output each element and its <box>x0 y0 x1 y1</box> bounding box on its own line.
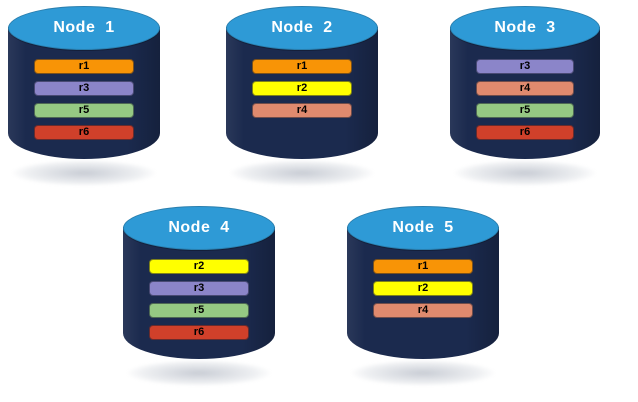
node-cylinder-2[interactable]: Node 2 r1 r2 r4 <box>226 6 378 186</box>
record-bar-r4[interactable]: r4 <box>373 303 473 318</box>
cylinder-top-ellipse <box>123 206 275 250</box>
record-bar-r2[interactable]: r2 <box>252 81 352 96</box>
node-title: Node 2 <box>271 19 333 36</box>
node-cylinder-3[interactable]: Node 3 r3 r4 r5 r6 <box>450 6 600 186</box>
record-bar-r2[interactable]: r2 <box>373 281 473 296</box>
cylinder-shadow <box>230 160 374 186</box>
record-list: r1 r2 r4 <box>226 59 378 118</box>
record-bar-r4[interactable]: r4 <box>476 81 574 96</box>
record-list: r3 r4 r5 r6 <box>450 59 600 140</box>
record-list: r1 r3 r5 r6 <box>8 59 160 140</box>
record-bar-r5[interactable]: r5 <box>149 303 249 318</box>
cylinder-top-ellipse <box>450 6 600 50</box>
record-bar-r5[interactable]: r5 <box>476 103 574 118</box>
record-bar-r4[interactable]: r4 <box>252 103 352 118</box>
record-bar-r1[interactable]: r1 <box>34 59 134 74</box>
node-title: Node 3 <box>494 19 556 36</box>
node-cylinder-4[interactable]: Node 4 r2 r3 r5 r6 <box>123 206 275 386</box>
node-cylinder-1[interactable]: Node 1 r1 r3 r5 r6 <box>8 6 160 186</box>
record-bar-r2[interactable]: r2 <box>149 259 249 274</box>
record-bar-r3[interactable]: r3 <box>476 59 574 74</box>
node-title: Node 4 <box>168 219 230 236</box>
record-bar-r1[interactable]: r1 <box>252 59 352 74</box>
node-title: Node 1 <box>53 19 115 36</box>
cylinder-shadow <box>454 160 596 186</box>
record-bar-r3[interactable]: r3 <box>34 81 134 96</box>
record-bar-r5[interactable]: r5 <box>34 103 134 118</box>
record-bar-r6[interactable]: r6 <box>149 325 249 340</box>
cylinder-top-ellipse <box>8 6 160 50</box>
record-list: r1 r2 r4 <box>347 259 499 318</box>
record-bar-r6[interactable]: r6 <box>476 125 574 140</box>
node-title: Node 5 <box>392 219 454 236</box>
node-cylinder-5[interactable]: Node 5 r1 r2 r4 <box>347 206 499 386</box>
record-bar-r3[interactable]: r3 <box>149 281 249 296</box>
cylinder-top-ellipse <box>347 206 499 250</box>
cylinder-shadow <box>127 360 271 386</box>
cylinder-shadow <box>12 160 156 186</box>
cylinder-shadow <box>351 360 495 386</box>
record-list: r2 r3 r5 r6 <box>123 259 275 340</box>
cylinder-top-ellipse <box>226 6 378 50</box>
record-bar-r1[interactable]: r1 <box>373 259 473 274</box>
record-bar-r6[interactable]: r6 <box>34 125 134 140</box>
